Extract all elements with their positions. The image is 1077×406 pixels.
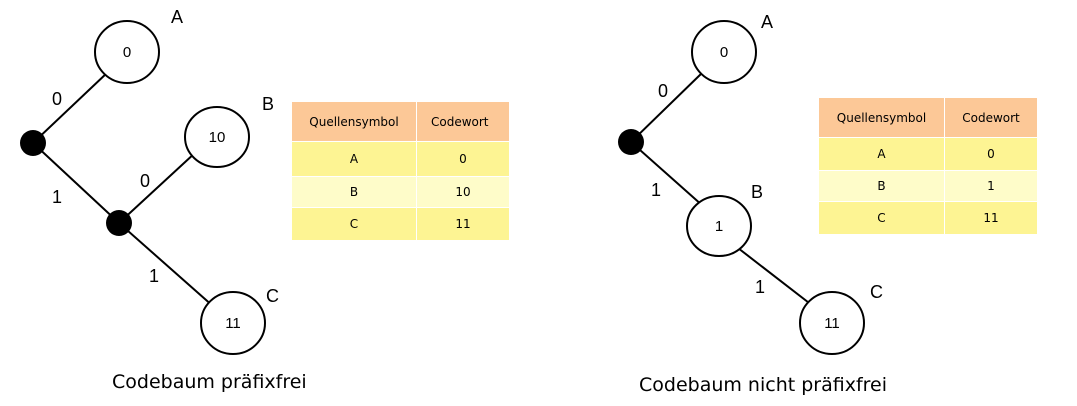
cell-codeword: 11 [944,201,1038,235]
right-edge-label-root-down: 1 [651,180,661,200]
left-node-a-label: 0 [123,44,131,61]
left-edge-root-a [32,71,109,144]
left-code-tree: 0 10 11 A B C 0 1 0 1 [20,7,279,355]
right-node-c [799,291,865,355]
right-edge-root-a [630,71,704,143]
cell-symbol: C [291,207,417,241]
cell-codeword: 11 [416,207,510,241]
right-symbol-c: C [870,282,883,302]
right-node-c-label: 11 [824,315,840,332]
table-header-row: Quellensymbol Codewort [291,101,510,142]
left-root-node [20,130,46,156]
right-edge-root-b [630,141,704,207]
cell-symbol: B [291,176,417,208]
right-node-a-label: 0 [720,44,728,61]
right-node-b [686,195,752,257]
table-row: C 11 [291,207,510,241]
table-header-row: Quellensymbol Codewort [818,97,1038,138]
cell-symbol: A [291,141,417,177]
left-symbol-b: B [262,94,274,114]
header-quellensymbol: Quellensymbol [818,97,945,138]
left-node-c [200,291,266,355]
right-symbol-a: A [761,12,773,32]
header-codewort: Codewort [416,101,510,142]
cell-symbol: C [818,201,945,235]
cell-codeword: 1 [944,170,1038,202]
left-caption: Codebaum präfixfrei [112,371,307,393]
left-node-b-label: 10 [209,129,226,146]
left-code-table: Quellensymbol Codewort A 0 B 10 C 11 [291,101,510,241]
table-row: C 11 [818,201,1038,235]
right-node-a [691,20,757,84]
cell-symbol: A [818,137,945,171]
table-row: B 10 [291,176,510,208]
left-symbol-c: C [266,286,279,306]
left-edge-root-mid [32,142,120,224]
right-symbol-b: B [751,182,763,202]
left-edge-mid-c [118,222,215,308]
cell-codeword: 10 [416,176,510,208]
left-edge-mid-b [118,151,197,224]
cell-codeword: 0 [416,141,510,177]
cell-codeword: 0 [944,137,1038,171]
left-edge-label-root-up: 0 [52,89,62,109]
cell-symbol: B [818,170,945,202]
left-edge-label-mid-up: 0 [140,171,150,191]
table-row: A 0 [291,141,510,177]
left-edge-label-mid-down: 1 [149,266,159,286]
right-edge-b-c [737,247,814,307]
right-code-tree: 0 1 11 A B C 0 1 1 [618,12,883,355]
right-caption: Codebaum nicht präfixfrei [639,374,888,396]
left-symbol-a: A [171,7,183,27]
table-row: A 0 [818,137,1038,171]
left-node-b [184,106,250,168]
left-node-c-label: 11 [225,315,241,332]
right-code-table: Quellensymbol Codewort A 0 B 1 C 11 [818,97,1038,235]
header-quellensymbol: Quellensymbol [291,101,417,142]
table-row: B 1 [818,170,1038,202]
right-edge-label-b-down: 1 [755,277,765,297]
right-root-node [618,129,644,155]
left-node-a [94,20,160,84]
left-internal-node [106,210,132,236]
header-codewort: Codewort [944,97,1038,138]
left-edge-label-root-down: 1 [52,187,62,207]
right-node-b-label: 1 [715,218,723,235]
right-edge-label-root-up: 0 [658,81,668,101]
